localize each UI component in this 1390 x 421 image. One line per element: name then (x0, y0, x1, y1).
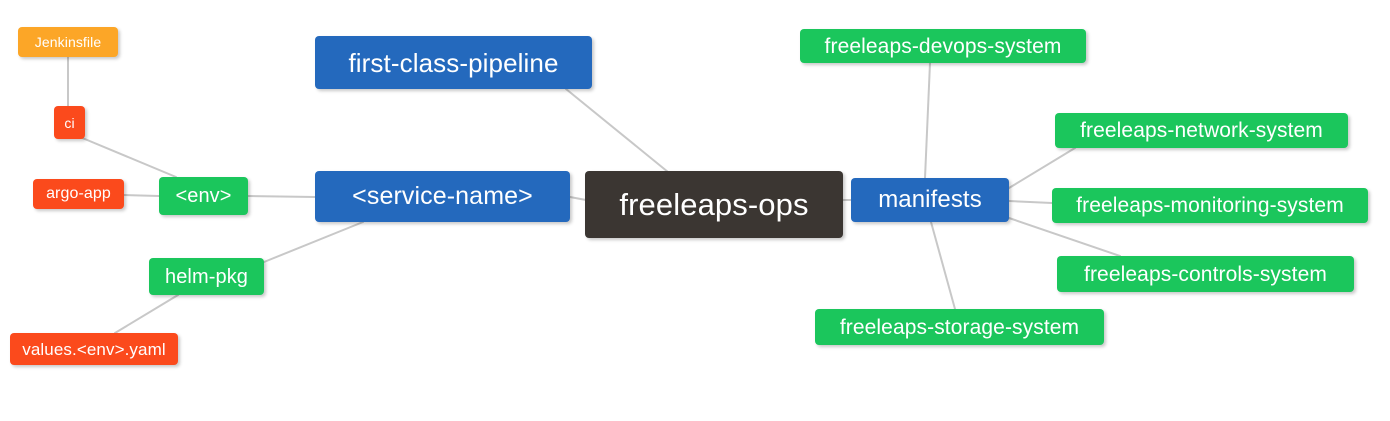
mindmap-node-freeleaps-devops-system[interactable]: freeleaps-devops-system (800, 29, 1086, 63)
mindmap-node-manifests[interactable]: manifests (851, 178, 1009, 222)
mindmap-node-env[interactable]: <env> (159, 177, 248, 215)
edge-manifests-to-freeleaps-devops-system (924, 62, 931, 179)
edge-service-name-to-freeleaps-ops (569, 196, 587, 201)
edge-manifests-to-freeleaps-controls-system (1008, 217, 1121, 257)
edge-manifests-to-freeleaps-monitoring-system (1008, 200, 1053, 204)
mindmap-node-freeleaps-ops[interactable]: freeleaps-ops (585, 171, 843, 238)
edge-values-env-yaml-to-helm-pkg (114, 294, 179, 334)
edge-argo-app-to-env (123, 194, 160, 197)
mindmap-node-ci[interactable]: ci (54, 106, 85, 139)
edge-env-to-service-name (247, 195, 316, 198)
edge-ci-to-env (79, 136, 177, 178)
mindmap-node-first-class-pipeline[interactable]: first-class-pipeline (315, 36, 592, 89)
mindmap-node-freeleaps-network-system[interactable]: freeleaps-network-system (1055, 113, 1348, 148)
mindmap-node-freeleaps-storage-system[interactable]: freeleaps-storage-system (815, 309, 1104, 345)
mindmap-node-freeleaps-controls-system[interactable]: freeleaps-controls-system (1057, 256, 1354, 292)
mindmap-node-jenkinsfile[interactable]: Jenkinsfile (18, 27, 118, 57)
mindmap-node-argo-app[interactable]: argo-app (33, 179, 124, 209)
mindmap-node-freeleaps-monitoring-system[interactable]: freeleaps-monitoring-system (1052, 188, 1368, 223)
mindmap-node-helm-pkg[interactable]: helm-pkg (149, 258, 264, 295)
mindmap-node-service-name[interactable]: <service-name> (315, 171, 570, 222)
edge-manifests-to-freeleaps-storage-system (930, 221, 956, 310)
edge-helm-pkg-to-service-name (263, 221, 364, 263)
edge-first-class-pipeline-to-freeleaps-ops (565, 88, 669, 173)
edge-manifests-to-freeleaps-network-system (1008, 147, 1076, 189)
mindmap-node-values-env-yaml[interactable]: values.<env>.yaml (10, 333, 178, 365)
